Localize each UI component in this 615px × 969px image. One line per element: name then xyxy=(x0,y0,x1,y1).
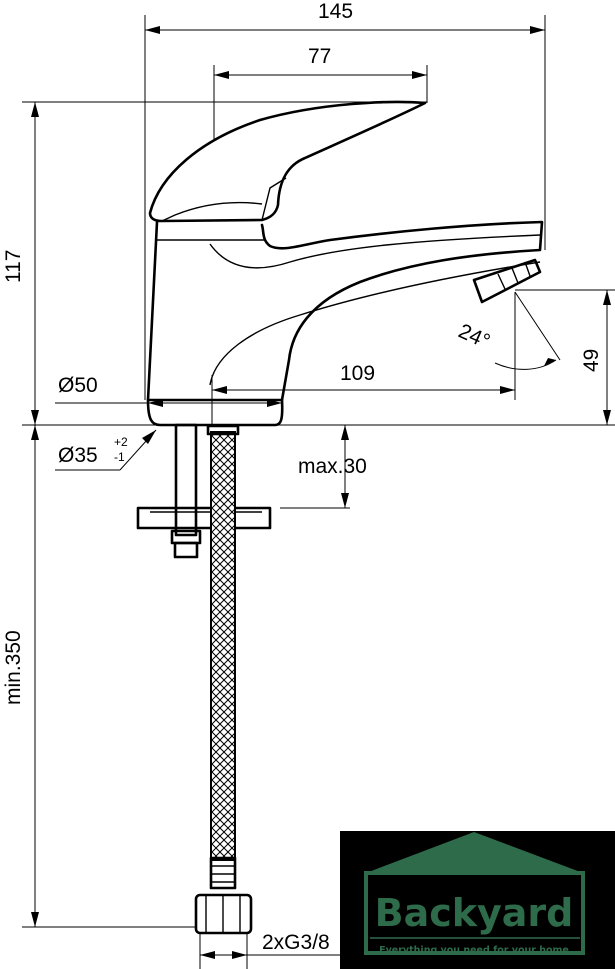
dim-counter-thickness: max.30 xyxy=(298,455,367,478)
dim-hole-tol-plus: +2 xyxy=(114,435,128,449)
logo-tagline: Everything you need for your home xyxy=(379,945,569,956)
dim-spout-height: 49 xyxy=(580,349,603,372)
faucet-body xyxy=(146,100,544,427)
dimension-labels: 145 77 117 49 24° 109 Ø50 Ø35 +2 -1 max.… xyxy=(2,0,603,954)
dim-hole-tol-minus: -1 xyxy=(114,450,125,464)
dim-connection-thread: 2xG3/8 xyxy=(262,931,330,954)
dim-handle-width: 77 xyxy=(308,45,331,68)
backyard-logo: Backyard Everything you need for your ho… xyxy=(340,831,615,969)
dim-height-total: 117 xyxy=(2,250,25,283)
dim-base-diameter: Ø50 xyxy=(58,374,98,397)
logo-name: Backyard xyxy=(375,891,574,935)
dim-spout-angle: 24° xyxy=(455,320,493,354)
mounting-assembly xyxy=(136,423,272,935)
dim-spout-reach: 109 xyxy=(340,362,375,385)
dim-width-total: 145 xyxy=(318,0,353,23)
dim-hose-length: min.350 xyxy=(2,630,25,705)
dimension-lines xyxy=(22,15,615,969)
dim-hole-diameter: Ø35 xyxy=(58,444,98,467)
